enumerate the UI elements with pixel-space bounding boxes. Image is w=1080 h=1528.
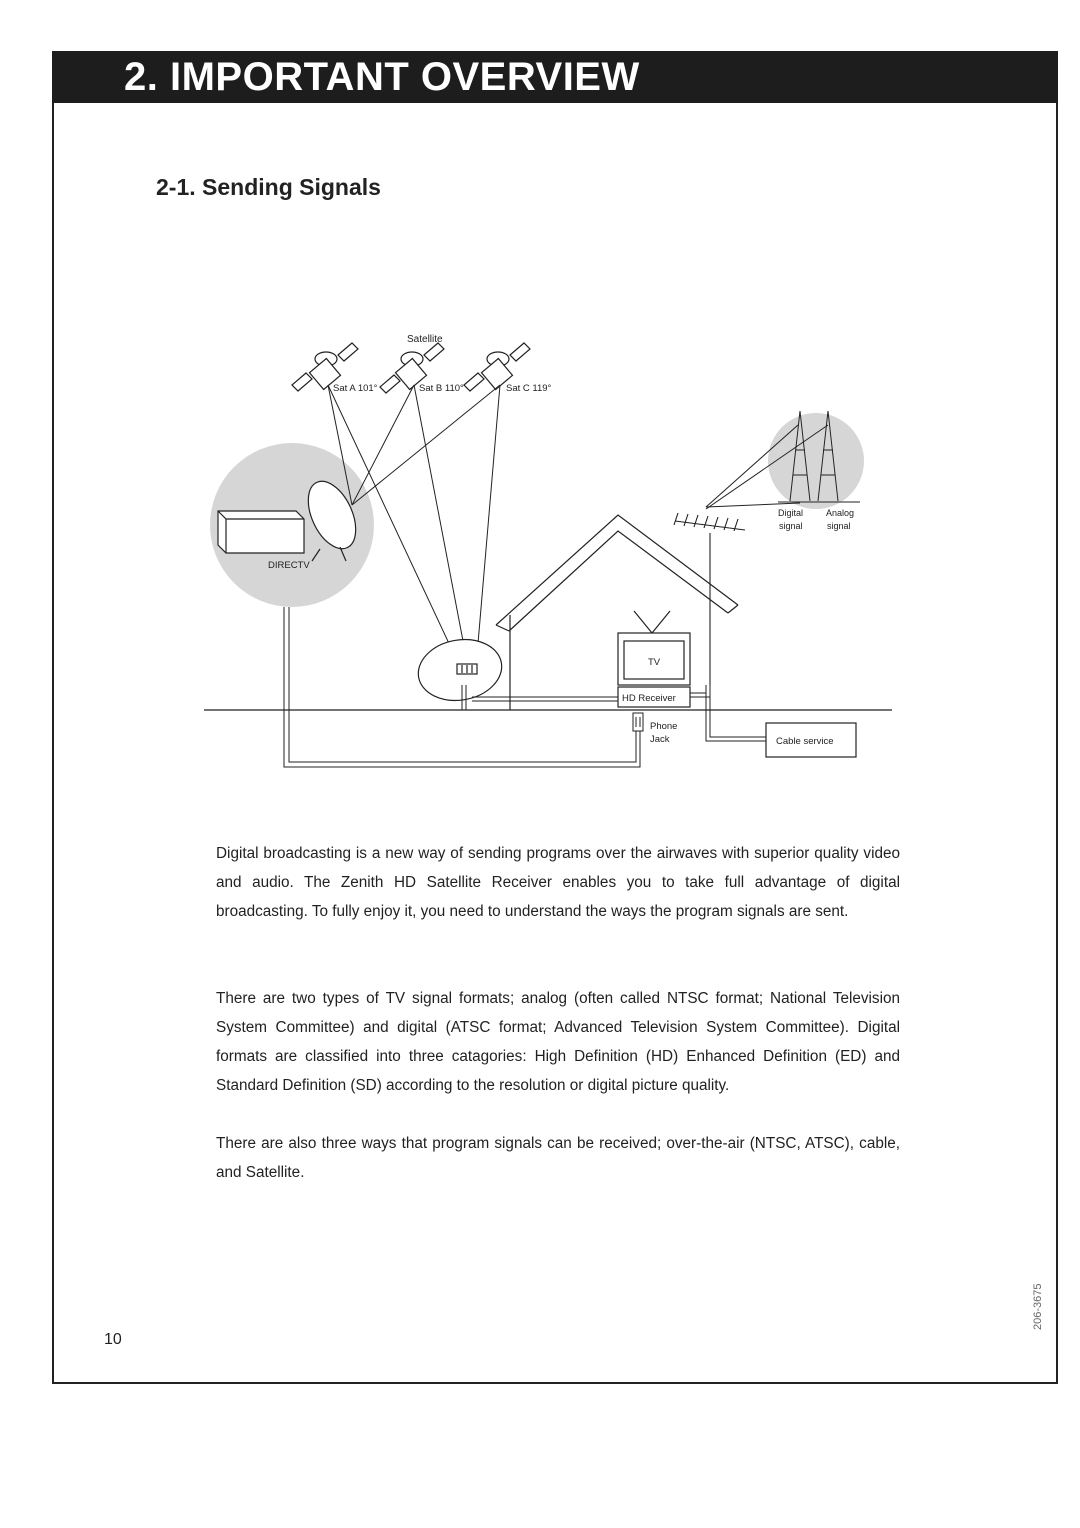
broadcast-lines — [705, 424, 829, 510]
document-code: 206-3675 — [1032, 1283, 1044, 1331]
tower-circle — [768, 413, 864, 509]
cable-service-box — [765, 722, 857, 758]
phone-jack-label-1: Phone — [650, 721, 677, 732]
tv-label: TV — [648, 657, 661, 668]
cable-service-label: Cable service — [776, 736, 834, 747]
analog-signal-label-1: Analog — [826, 508, 854, 518]
page-number: 10 — [104, 1331, 122, 1348]
phone-jack-icon — [632, 712, 644, 732]
directv-box-icon — [217, 510, 305, 554]
analog-signal-label-2: signal — [827, 521, 851, 531]
hd-receiver-label: HD Receiver — [622, 693, 676, 704]
broadcast-towers-icon — [778, 410, 860, 503]
satellite-beams — [327, 384, 501, 668]
satellite-a-icon — [291, 342, 359, 392]
digital-signal-label-1: Digital — [778, 508, 803, 518]
sat-c-label: Sat C 119° — [506, 383, 552, 394]
paragraph-3: There are also three ways that program s… — [216, 1135, 900, 1181]
satellite-c-icon — [463, 342, 531, 392]
house-outline — [495, 514, 739, 710]
receiver-dish-icon — [417, 638, 503, 702]
signal-diagram: Satellite Sat A 101° Sat B 110° Sat C 11… — [204, 334, 892, 768]
paragraph-2: There are two types of TV signal formats… — [216, 990, 900, 1094]
cables — [283, 607, 766, 768]
antenna-icon — [673, 512, 746, 685]
paragraph-1: Digital broadcasting is a new way of sen… — [216, 845, 900, 920]
digital-signal-label-2: signal — [779, 521, 803, 531]
sat-a-label: Sat A 101° — [333, 383, 378, 394]
page-title: 2. IMPORTANT OVERVIEW — [124, 55, 640, 99]
satellite-b-icon — [379, 342, 445, 394]
section-title: 2-1. Sending Signals — [156, 174, 381, 200]
sat-b-label: Sat B 110° — [419, 383, 464, 394]
phone-jack-label-2: Jack — [650, 734, 670, 745]
directv-dish-icon — [307, 480, 357, 562]
header-banner: 2. IMPORTANT OVERVIEW — [52, 51, 1058, 103]
satellite-label: Satellite — [407, 334, 443, 345]
tv-icon — [617, 610, 691, 686]
directv-label: DIRECTV — [268, 560, 310, 571]
